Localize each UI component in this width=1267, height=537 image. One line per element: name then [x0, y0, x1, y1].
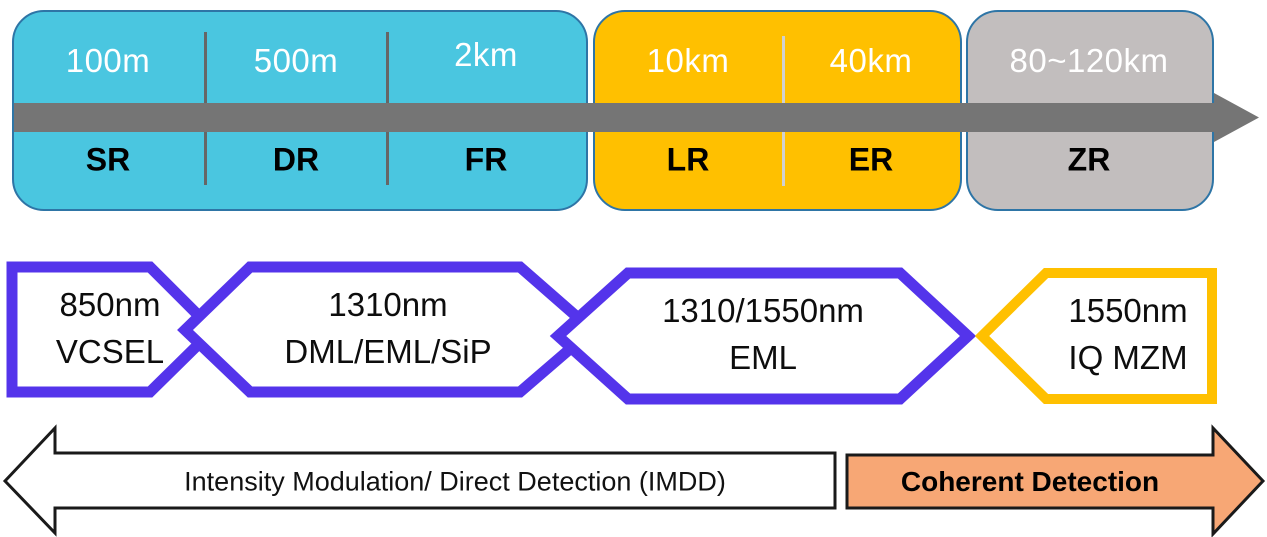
tech-shape-eml — [549, 267, 977, 405]
reach-axis-arrow — [14, 93, 1259, 142]
tech-device: EML — [729, 339, 797, 376]
tech-wavelength: 1310/1550nm — [662, 292, 864, 329]
tech-text-iq-mzm: 1550nm IQ MZM — [1068, 287, 1187, 381]
tech-device: VCSEL — [55, 333, 165, 370]
tech-wavelength: 1550nm — [1068, 292, 1188, 329]
tech-shape-vcsel — [6, 261, 221, 398]
distance-label-er: 40km — [829, 42, 913, 79]
coherent-arrow — [845, 424, 1266, 537]
distance-label-fr: 2km — [454, 36, 518, 73]
distance-label-dr: 500m — [253, 42, 339, 79]
reach-label-sr: SR — [85, 141, 131, 178]
reach-label-dr: DR — [272, 141, 320, 178]
tech-device: IQ MZM — [1068, 339, 1188, 376]
tech-wavelength: 1310nm — [328, 286, 448, 323]
tech-text-dml-eml-sip: 1310nm DML/EML/SiP — [284, 281, 491, 375]
reach-label-zr: ZR — [1067, 141, 1111, 178]
reach-label-lr: LR — [666, 141, 710, 178]
tech-wavelength: 850nm — [59, 286, 161, 323]
tech-text-vcsel: 850nm VCSEL — [56, 281, 164, 375]
reach-label-fr: FR — [464, 141, 508, 178]
imdd-label: Intensity Modulation/ Direct Detection (… — [184, 466, 726, 497]
imdd-arrow — [2, 424, 837, 537]
reach-label-er: ER — [848, 141, 894, 178]
distance-label-lr: 10km — [646, 42, 730, 79]
coherent-label: Coherent Detection — [900, 466, 1160, 497]
tech-device: DML/EML/SiP — [284, 333, 492, 370]
tech-text-eml: 1310/1550nm EML — [662, 287, 864, 381]
distance-label-zr: 80~120km — [1009, 42, 1169, 79]
tech-shape-iq-mzm — [974, 268, 1217, 404]
distance-label-sr: 100m — [65, 42, 151, 79]
